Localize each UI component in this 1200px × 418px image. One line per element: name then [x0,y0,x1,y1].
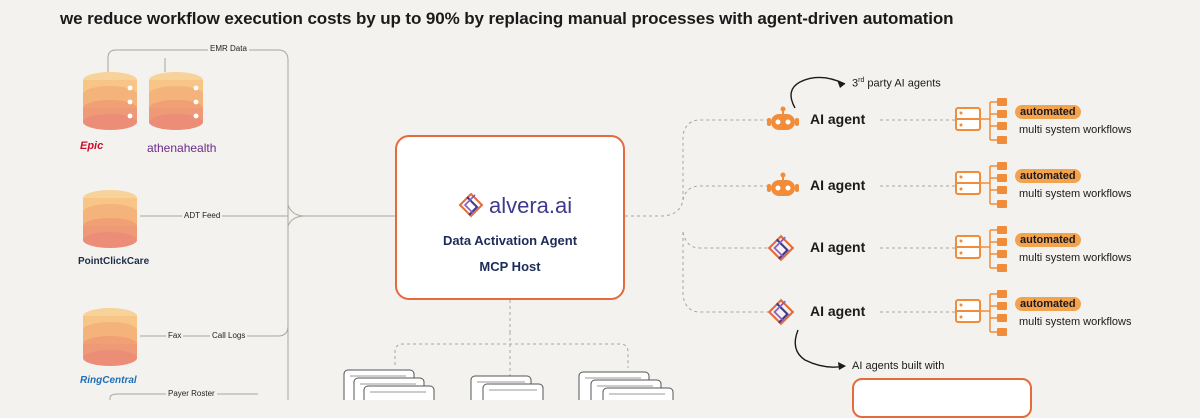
multi-system-workflows-label: multi system workflows [1019,252,1132,264]
built-with-note: AI agents built with [852,360,945,372]
ai-agent-label: AI agent [810,303,866,319]
third-party-agents-note: 3rd party AI agents [852,77,941,90]
ai-agent-label: AI agent [810,239,866,255]
ai-agent-label: AI agent [810,111,866,127]
database-icon-athena [149,72,203,130]
built-with-box [852,378,1032,418]
epic-logo: Epic [80,140,104,152]
alvera-logo-icon [458,192,484,218]
headline: we reduce workflow execution costs by up… [60,9,954,28]
ai-agent-label: AI agent [810,177,866,193]
fax-label: Fax [166,331,184,340]
adt-feed-label: ADT Feed [182,211,223,220]
workflow-server-icon [955,98,1007,144]
alvera-diamond-icon [767,298,795,326]
data-activation-agent-box: alvera.ai Data Activation Agent MCP Host [395,135,625,300]
database-icon-ringcentral [83,308,137,366]
document-stack-icon [578,371,674,400]
workflow-server-icon [955,226,1007,272]
multi-system-workflows-label: multi system workflows [1019,188,1132,200]
document-stack-icon [343,369,435,400]
data-activation-agent-label: Data Activation Agent [442,233,578,248]
workflow-server-icon [955,162,1007,208]
ringcentral-logo: RingCentral [80,375,137,386]
database-icon-epic [83,72,137,130]
automated-badge: automated [1015,105,1081,119]
pointclickcare-logo: PointClickCare [78,256,150,267]
document-stack-icon [470,375,544,400]
mcp-host-label: MCP Host [479,259,541,274]
automated-badge: automated [1015,297,1081,311]
robot-icon [767,106,799,130]
brand-name: alvera.ai [489,193,573,218]
automated-badge: automated [1015,169,1081,183]
payer-roster-label: Payer Roster [166,389,217,398]
athenahealth-logo: athenahealth [147,141,217,155]
robot-icon [767,172,799,196]
emr-data-label: EMR Data [208,44,249,53]
workflow-server-icon [955,290,1007,336]
database-icon-pointclickcare [83,190,137,248]
call-logs-label: Call Logs [210,331,248,340]
connector-lines [107,49,955,400]
multi-system-workflows-label: multi system workflows [1019,124,1132,136]
alvera-diamond-icon [767,234,795,262]
automated-badge: automated [1015,233,1081,247]
multi-system-workflows-label: multi system workflows [1019,316,1132,328]
